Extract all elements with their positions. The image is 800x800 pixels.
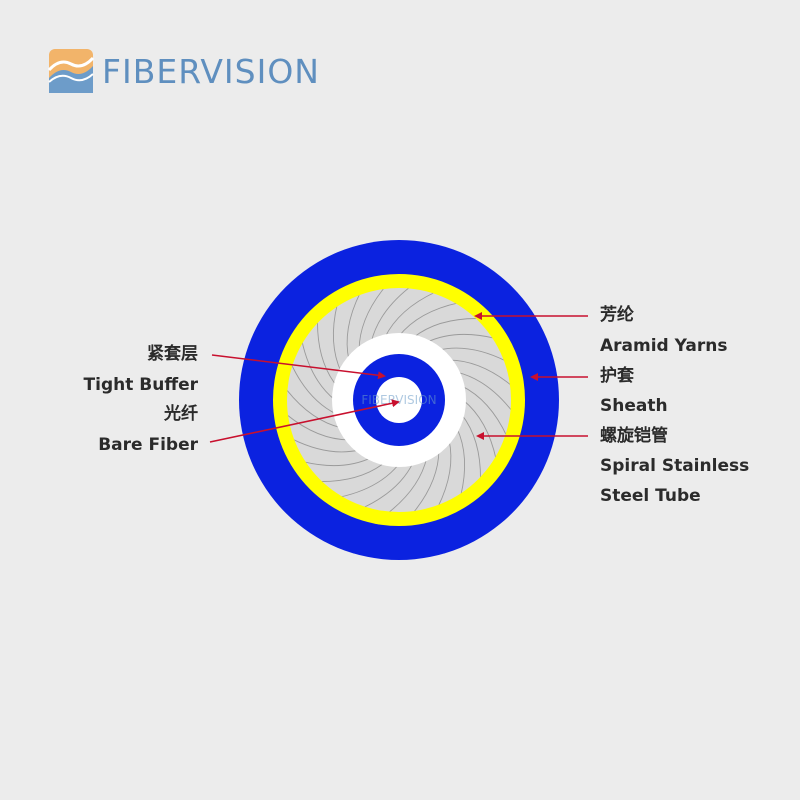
spiral-line [302, 457, 372, 467]
tight-buffer-arrow [211, 354, 386, 380]
tight-buffer-label-cn: 紧套层 [147, 344, 198, 364]
spiral-line [437, 439, 452, 508]
brand-logo: FIBERVISION [48, 46, 320, 96]
spiral-line [287, 413, 350, 441]
steel-tube-label-en-line2: Steel Tube [600, 486, 701, 506]
spiral-line [317, 320, 337, 387]
bare-fiber-label-cn: 光纤 [164, 404, 198, 424]
spiral-line [290, 363, 337, 415]
spiral-line [339, 463, 400, 498]
sheath-label-en: Sheath [600, 396, 668, 416]
tight-buffer-label-en: Tight Buffer [83, 375, 198, 395]
bare-fiber-arrow [209, 399, 400, 443]
aramid-label-cn: 芳纶 [600, 305, 634, 325]
spiral-line [287, 388, 342, 429]
steel-tube-label-en-line1: Spiral Stainless [600, 456, 750, 476]
spiral-line [301, 340, 336, 401]
aramid-label-en: Aramid Yarns [600, 336, 728, 356]
spiral-line [291, 438, 360, 453]
spiral-line [332, 303, 342, 373]
steel-tube-label-cn: 螺旋铠管 [600, 426, 668, 446]
steel-tube-spiral-lines [287, 288, 511, 512]
spiral-line [456, 371, 511, 412]
sheath-label-cn: 护套 [600, 366, 634, 386]
spiral-line [462, 399, 497, 460]
brand-name: FIBERVISION [102, 51, 320, 91]
spiral-line [370, 288, 411, 343]
bare-fiber-label-en: Bare Fiber [98, 435, 198, 455]
spiral-line [387, 457, 428, 512]
spiral-line [362, 462, 414, 509]
spiral-line [346, 292, 361, 361]
spiral-line [319, 462, 386, 482]
spiral-line [461, 413, 481, 480]
spiral-line [438, 347, 507, 362]
spiral-line [448, 359, 511, 387]
spiral-line [456, 427, 466, 497]
brand-mark-icon [48, 49, 94, 93]
spiral-line [384, 291, 436, 338]
spiral-line [412, 449, 440, 512]
spiral-line [358, 288, 386, 351]
watermark-text: FIBERVISION [361, 393, 436, 407]
spiral-line [398, 302, 459, 337]
spiral-line [412, 318, 479, 338]
spiral-line [461, 385, 508, 437]
spiral-line [426, 333, 496, 343]
